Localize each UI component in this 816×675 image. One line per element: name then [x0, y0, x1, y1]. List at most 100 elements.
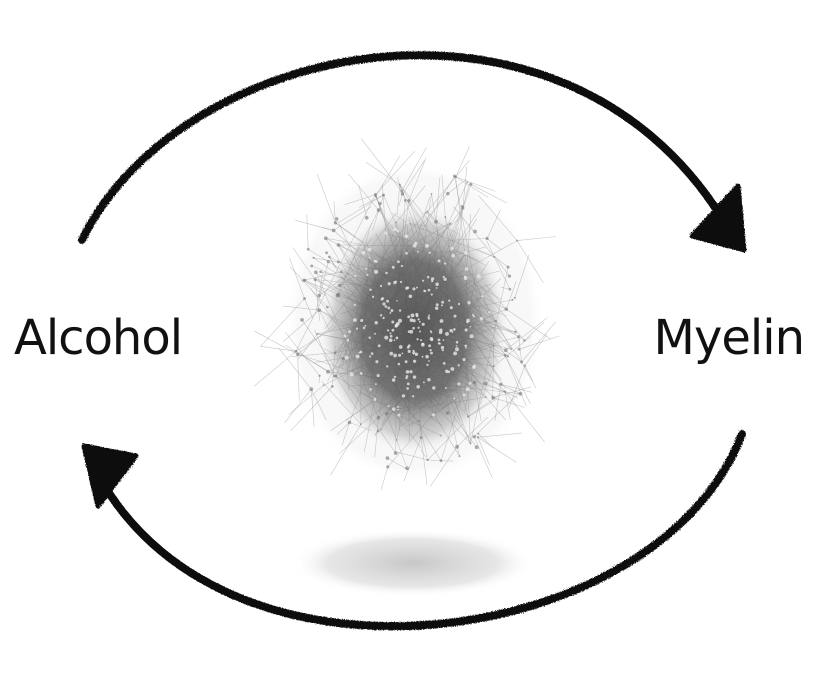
network-node: [469, 382, 472, 385]
network-node: [407, 199, 410, 202]
network-node: [364, 325, 366, 327]
network-core: [319, 205, 509, 455]
network-node: [431, 277, 434, 280]
network-node: [430, 338, 433, 341]
network-node: [524, 365, 526, 367]
network-node: [418, 420, 420, 422]
network-node: [504, 390, 506, 392]
network-node: [377, 374, 380, 377]
network-node: [360, 319, 363, 322]
network-node: [443, 278, 446, 281]
network-node: [404, 199, 407, 202]
network-node: [310, 264, 313, 267]
network-node: [464, 344, 467, 347]
network-node: [426, 364, 428, 366]
network-node: [394, 376, 396, 378]
network-node: [428, 289, 431, 292]
network-shadow: [291, 529, 535, 597]
network-node: [421, 343, 425, 347]
network-node: [317, 333, 319, 335]
network-node: [302, 279, 306, 283]
network-node: [337, 260, 340, 263]
network-node: [480, 317, 484, 321]
network-node: [326, 306, 329, 309]
network-node: [435, 306, 438, 309]
network-node: [380, 429, 382, 431]
network-node: [444, 262, 446, 264]
network-node: [517, 335, 520, 338]
network-node: [369, 257, 371, 259]
network-node: [462, 358, 465, 361]
network-node: [473, 230, 477, 234]
network-node: [382, 302, 385, 305]
network-node: [396, 230, 399, 233]
network-node: [356, 355, 360, 359]
network-node: [342, 357, 345, 360]
network-node: [366, 274, 368, 276]
network-node: [396, 322, 400, 326]
network-node: [393, 354, 397, 358]
network-node: [399, 184, 401, 186]
network-node: [374, 193, 377, 196]
network-node: [319, 270, 322, 273]
network-node: [401, 353, 403, 355]
network-node: [440, 459, 443, 462]
network-node: [318, 375, 320, 377]
network-node: [361, 251, 365, 255]
network-node: [374, 333, 376, 335]
network-node: [461, 206, 464, 209]
network-node: [363, 327, 366, 330]
network-node: [432, 413, 435, 416]
network-node: [422, 323, 425, 326]
network-node: [507, 266, 510, 269]
network-node: [354, 304, 356, 306]
network-node: [317, 308, 321, 312]
network-node: [465, 347, 467, 349]
network-node: [438, 259, 441, 262]
network-node: [398, 354, 401, 357]
network-node: [434, 220, 438, 224]
myelin-label: Myelin: [654, 314, 804, 362]
network-node: [353, 318, 357, 322]
network-node: [326, 370, 330, 374]
network-node: [466, 387, 470, 391]
network-node: [416, 338, 418, 340]
network-node: [384, 232, 387, 235]
network-node: [390, 335, 393, 338]
network-node: [443, 362, 446, 365]
network-node: [448, 371, 451, 374]
network-node: [514, 331, 517, 334]
network-node: [442, 349, 444, 351]
network-node: [449, 223, 451, 225]
network-node: [504, 354, 507, 357]
network-node: [325, 251, 328, 254]
network-node: [360, 423, 362, 425]
network-node: [415, 354, 417, 356]
network-node: [377, 430, 380, 433]
network-node: [456, 341, 459, 344]
network-node: [453, 398, 455, 400]
network-node: [440, 319, 444, 323]
network-node: [334, 375, 337, 378]
network-node: [392, 378, 396, 382]
network-node: [317, 294, 321, 298]
network-node: [300, 318, 304, 322]
network-node: [428, 344, 431, 347]
network-node: [412, 287, 415, 290]
network-node: [354, 275, 357, 278]
network-node: [337, 243, 341, 247]
network-node: [312, 257, 314, 259]
network-node: [464, 251, 468, 255]
network-node: [359, 351, 362, 354]
network-node: [470, 334, 474, 338]
network-node: [427, 276, 430, 279]
network-node: [340, 271, 343, 274]
network-node: [446, 192, 450, 196]
network-node: [429, 349, 431, 351]
network-node: [411, 313, 415, 317]
network-node: [431, 193, 433, 195]
network-node: [431, 293, 433, 295]
network-node: [378, 202, 381, 205]
network-node: [477, 274, 481, 278]
network-node: [416, 315, 419, 318]
